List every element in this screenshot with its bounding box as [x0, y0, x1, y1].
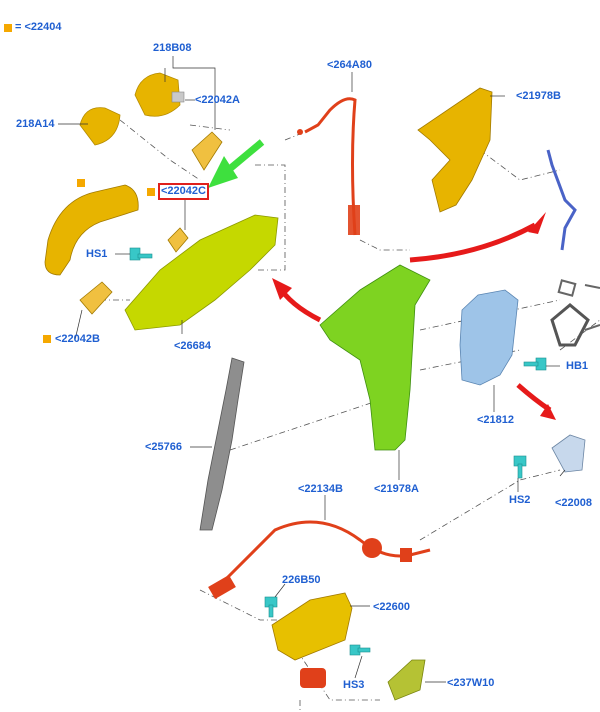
- label-22134b[interactable]: <22134B: [298, 483, 343, 495]
- part-264a80-cable: [304, 97, 357, 236]
- red-arrow-head-3: [540, 404, 556, 420]
- part-22042b-gasket: [79, 281, 113, 315]
- part-218a14: [79, 107, 121, 146]
- label-21978a[interactable]: <21978A: [374, 483, 419, 495]
- highlight-box-22042c: [158, 183, 209, 200]
- label-218b08[interactable]: 218B08: [153, 42, 192, 54]
- label-264a80[interactable]: <264A80: [327, 59, 372, 71]
- part-21812-latch: [459, 289, 519, 386]
- part-hs2-screw: [513, 455, 527, 479]
- part-outer-handle: [44, 184, 139, 276]
- marker-22042b: [43, 335, 51, 343]
- label-22008[interactable]: <22008: [555, 497, 593, 509]
- legend-swatch: [4, 24, 12, 32]
- part-grey-clip-1: [557, 279, 577, 297]
- marker-outer-handle: [77, 179, 85, 187]
- label-21812[interactable]: <21812: [477, 414, 515, 426]
- label-26684[interactable]: <26684: [174, 340, 212, 352]
- part-218b08-clip: [171, 91, 185, 103]
- label-hs3[interactable]: HS3: [343, 679, 365, 691]
- part-26684-bracket: [124, 214, 279, 331]
- part-blue-rod: [546, 149, 577, 251]
- label-25766[interactable]: <25766: [145, 441, 183, 453]
- label-22042a[interactable]: <22042A: [195, 94, 240, 106]
- label-hb1[interactable]: HB1: [566, 360, 589, 372]
- part-226b50-screw: [264, 596, 278, 618]
- label-hs2[interactable]: HS2: [509, 494, 531, 506]
- label-22042c[interactable]: <22042C: [161, 185, 206, 197]
- part-22042c-gasket: [167, 227, 189, 253]
- label-hs1[interactable]: HS1: [86, 248, 108, 260]
- part-237w10-cover: [387, 659, 426, 701]
- legend-text: = <22404: [15, 21, 62, 33]
- part-22042a-gasket: [191, 131, 223, 171]
- red-arrow-head-1: [272, 278, 292, 300]
- label-22600[interactable]: <22600: [373, 601, 411, 613]
- green-pointer-arrow: [208, 139, 265, 188]
- assembly-lines: [100, 119, 600, 712]
- part-22134b-cable: [213, 520, 431, 592]
- marker-22042c: [147, 188, 155, 196]
- label-237w10[interactable]: <237W10: [447, 677, 495, 689]
- part-red-cap: [300, 668, 326, 688]
- part-hs3-screw: [349, 644, 371, 656]
- part-25766-seal: [199, 357, 245, 531]
- label-21978b[interactable]: <21978B: [516, 90, 561, 102]
- label-226b50[interactable]: 226B50: [282, 574, 321, 586]
- label-218a14[interactable]: 218A14: [16, 118, 55, 130]
- part-hb1-bolt: [523, 357, 547, 371]
- part-21978a-bracket: [319, 264, 431, 451]
- label-leaders: [58, 56, 566, 683]
- part-22008-striker: [551, 434, 586, 473]
- red-arrow-head-2: [528, 212, 546, 234]
- label-22042b[interactable]: <22042B: [55, 333, 100, 345]
- part-grey-bracket: [550, 303, 590, 347]
- part-hs1-screw: [129, 247, 153, 261]
- part-21978b-bracket: [417, 87, 493, 213]
- part-22600-inner-handle: [271, 592, 353, 661]
